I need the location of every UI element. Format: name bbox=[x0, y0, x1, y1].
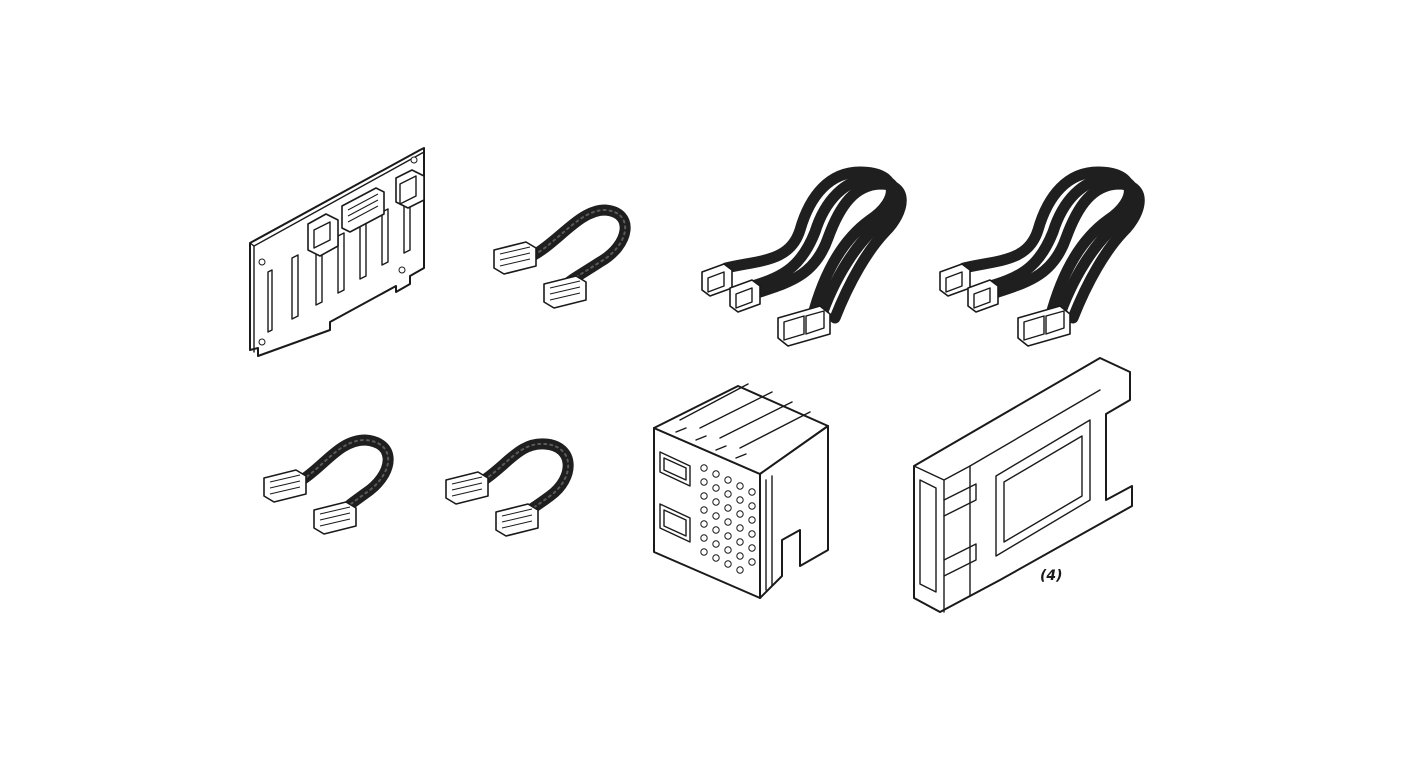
triple-sas-cable-a-illustration bbox=[701, 166, 907, 347]
short-signal-cable-illustration bbox=[493, 204, 631, 309]
short-cable-d-illustration bbox=[445, 438, 574, 537]
drive-filler-illustration bbox=[913, 357, 1133, 613]
drive-filler-quantity-label: (4) bbox=[1040, 568, 1063, 584]
triple-sas-cable-b-illustration bbox=[939, 166, 1145, 347]
short-cable-c-illustration bbox=[263, 434, 394, 535]
vent-grid bbox=[700, 464, 756, 574]
backplane-illustration bbox=[249, 147, 425, 357]
drive-cage-illustration bbox=[653, 383, 829, 599]
